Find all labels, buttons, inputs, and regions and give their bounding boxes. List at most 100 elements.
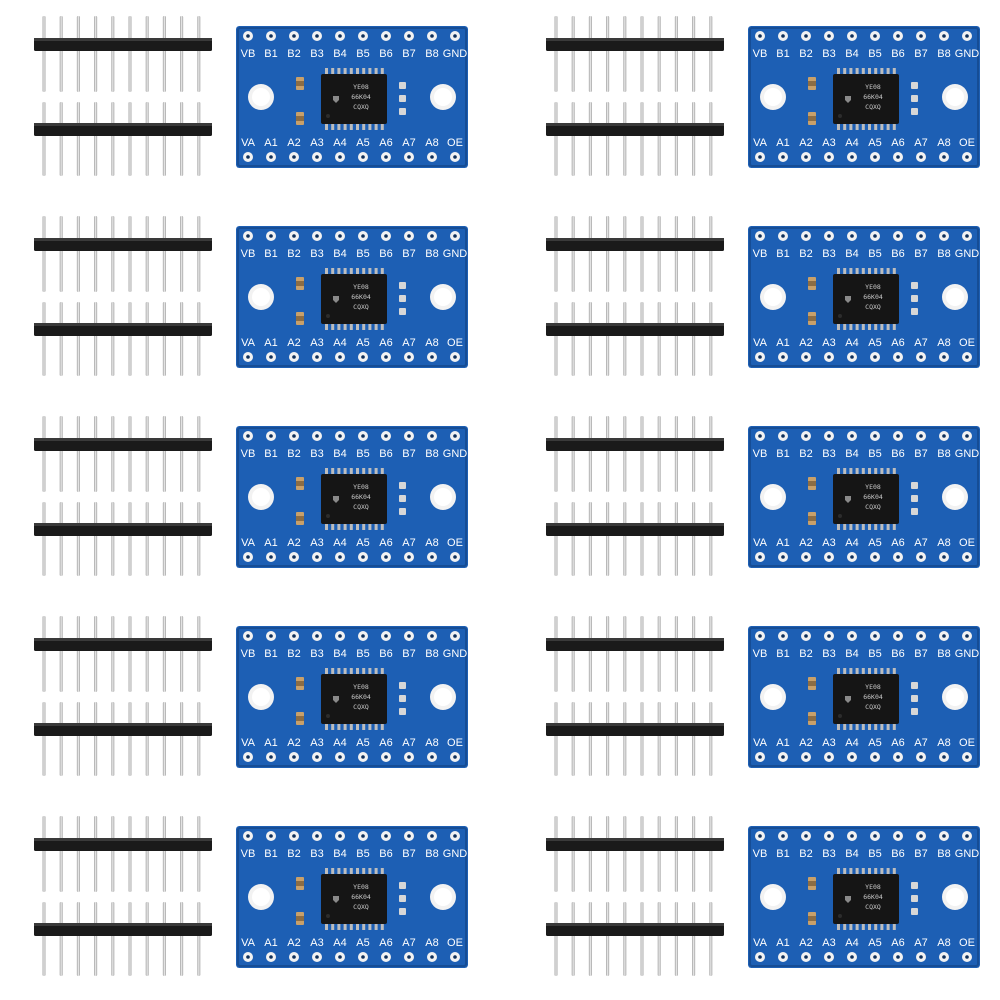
pad-hole xyxy=(781,955,785,959)
header-pin-highlight xyxy=(624,502,626,576)
header-bar-highlight xyxy=(546,238,724,241)
smd-body xyxy=(296,481,304,486)
chip-leg xyxy=(349,468,353,475)
pad-hole xyxy=(338,234,342,238)
smd-resistor xyxy=(911,882,918,889)
chip-leg xyxy=(337,668,341,675)
pin-label-top: B7 xyxy=(402,648,415,660)
smd-resistor xyxy=(911,895,918,902)
header-pin-highlight xyxy=(572,502,574,576)
pad-hole xyxy=(873,834,877,838)
chip-leg xyxy=(331,668,335,675)
pcb-edge xyxy=(749,827,979,967)
smd-body xyxy=(808,316,816,321)
mounting-hole xyxy=(252,488,270,506)
header-pin-highlight xyxy=(163,816,165,892)
pad-hole xyxy=(407,434,411,438)
pin-headers xyxy=(34,216,212,376)
chip-leg xyxy=(343,268,347,275)
pin-header-strip xyxy=(546,616,724,692)
pin-header-strip xyxy=(34,502,212,576)
chip-leg xyxy=(362,868,366,875)
pin-label-top: B3 xyxy=(310,448,323,460)
pin-label-bottom: OE xyxy=(447,537,463,549)
pin-label-top: B4 xyxy=(333,648,346,660)
header-pin-highlight xyxy=(60,502,62,576)
header-pin-highlight xyxy=(589,902,591,976)
header-plastic-bar xyxy=(546,123,724,136)
pin-label-bottom: A2 xyxy=(287,937,300,949)
pin-label-bottom: OE xyxy=(447,337,463,349)
chip-leg xyxy=(362,68,366,75)
chip-marking: 66K04 xyxy=(863,893,883,901)
pad-hole xyxy=(269,834,273,838)
header-pin-highlight xyxy=(555,216,557,292)
pin-label-top: VB xyxy=(241,848,256,860)
header-pin-highlight xyxy=(198,502,200,576)
chip-marking: YE08 xyxy=(865,83,881,91)
pcb-edge xyxy=(749,27,979,167)
header-plastic-bar xyxy=(546,238,724,251)
pin-label-bottom: A6 xyxy=(379,937,392,949)
header-pin-highlight xyxy=(555,816,557,892)
pad-hole xyxy=(292,434,296,438)
chip-marking: CQXQ xyxy=(865,703,881,711)
pin-header-strip xyxy=(546,902,724,976)
pad-hole xyxy=(246,234,250,238)
header-pin-highlight xyxy=(60,816,62,892)
pad-hole xyxy=(827,834,831,838)
header-pin-highlight xyxy=(555,102,557,176)
pad-hole xyxy=(919,834,923,838)
header-pin-highlight xyxy=(607,102,609,176)
chip-leg xyxy=(868,268,871,275)
header-pin-highlight xyxy=(710,416,712,492)
txs0108e-chip xyxy=(833,474,899,524)
chip-leg xyxy=(880,723,884,730)
pin-label-top: GND xyxy=(955,48,980,60)
header-pin-highlight xyxy=(43,216,45,292)
pad-hole xyxy=(430,34,434,38)
pin-label-bottom: A6 xyxy=(891,937,904,949)
pad-hole xyxy=(804,834,808,838)
header-bar-highlight xyxy=(546,638,724,641)
pin-headers xyxy=(546,216,724,376)
chip-pin1-marker xyxy=(326,114,330,118)
chip-marking: 66K04 xyxy=(863,693,883,701)
header-pin-highlight xyxy=(112,416,114,492)
header-bar-highlight xyxy=(34,123,212,126)
chip-marking: CQXQ xyxy=(353,103,369,111)
pad-hole xyxy=(384,34,388,38)
header-pin-highlight xyxy=(624,16,626,92)
chip-leg xyxy=(380,523,384,530)
pad-hole xyxy=(453,155,457,159)
pin-label-bottom: A6 xyxy=(379,537,392,549)
chip-leg xyxy=(325,668,328,675)
smd-resistor xyxy=(911,295,918,302)
smd-resistor xyxy=(911,495,918,502)
chip-leg xyxy=(337,523,341,530)
pad-hole xyxy=(827,355,831,359)
header-pin-highlight xyxy=(589,616,591,692)
chip-leg xyxy=(843,323,847,330)
txs0108e-chip xyxy=(321,874,387,924)
header-pin-highlight xyxy=(658,816,660,892)
chip-marking: CQXQ xyxy=(865,103,881,111)
header-pin-highlight xyxy=(163,702,165,776)
header-bar-highlight xyxy=(546,123,724,126)
header-pin-highlight xyxy=(77,416,79,492)
header-plastic-bar xyxy=(34,323,212,336)
header-pin-highlight xyxy=(163,302,165,376)
smd-resistor xyxy=(399,308,406,315)
chip-leg xyxy=(843,68,847,75)
pin-headers xyxy=(546,416,724,576)
pin-label-top: B4 xyxy=(333,448,346,460)
chip-leg xyxy=(880,668,884,675)
pin-label-bottom: A4 xyxy=(845,137,858,149)
chip-leg xyxy=(349,723,353,730)
chip-leg xyxy=(880,923,884,930)
mounting-hole xyxy=(946,88,964,106)
chip-leg xyxy=(892,268,896,275)
header-pin-highlight xyxy=(693,502,695,576)
header-pin-highlight xyxy=(146,616,148,692)
smd-resistor xyxy=(911,908,918,915)
